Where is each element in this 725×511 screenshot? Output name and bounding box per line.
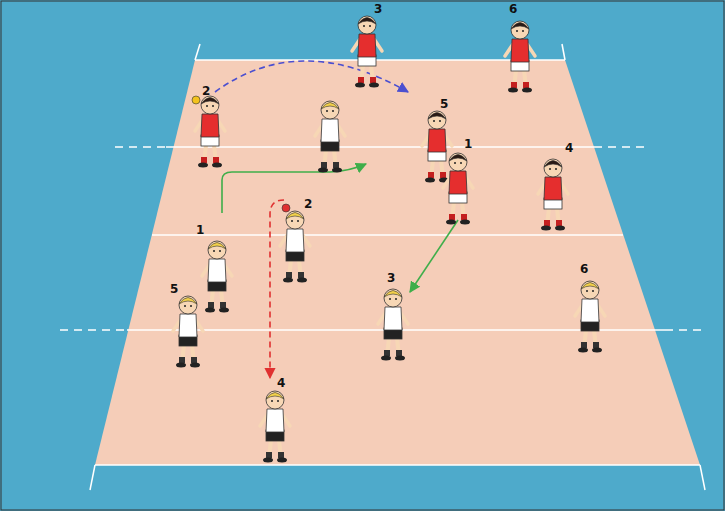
red-player: [422, 111, 452, 183]
white-player: [315, 101, 345, 173]
red-player: [443, 153, 473, 225]
player-number: 1: [464, 138, 472, 151]
player-number: 4: [565, 142, 573, 155]
red-player: [192, 96, 225, 168]
player-number: 5: [440, 98, 448, 111]
pass-arrow: [215, 61, 408, 92]
white-player: [280, 204, 310, 283]
run-arrow: [410, 220, 458, 292]
pass-arrow: [270, 200, 284, 378]
red-player: [538, 159, 568, 231]
red-player: [352, 16, 382, 88]
player-number: 6: [509, 3, 517, 16]
white-player: [575, 281, 605, 353]
white-player: [173, 296, 203, 368]
white-player: [378, 289, 408, 361]
player-number: 6: [580, 263, 588, 276]
run-arrow: [222, 164, 366, 213]
player-number: 2: [202, 85, 210, 98]
white-player: [202, 241, 232, 313]
ball: [192, 96, 200, 104]
player-number: 5: [170, 283, 178, 296]
player-number: 1: [196, 224, 204, 237]
ball: [282, 204, 290, 212]
player-number: 4: [277, 377, 285, 390]
player-number: 3: [387, 272, 395, 285]
white-player: [260, 391, 290, 463]
player-number: 3: [374, 3, 382, 16]
red-player: [505, 21, 535, 93]
player-number: 2: [304, 198, 312, 211]
